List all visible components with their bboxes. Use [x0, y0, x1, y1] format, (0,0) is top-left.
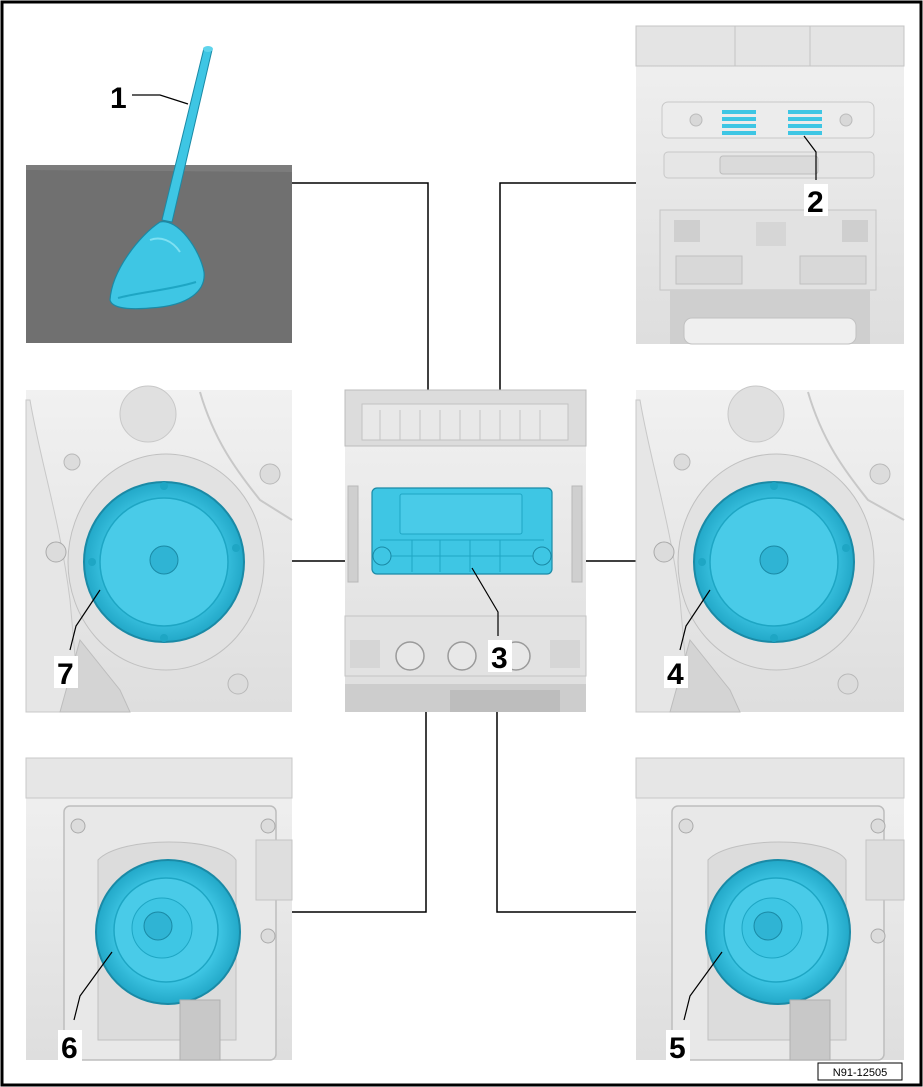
reference-code: N91-12505 — [833, 1067, 887, 1079]
reference-code-box: N91-12505 — [818, 1063, 902, 1080]
panel-left-front-speaker: 7 — [26, 386, 292, 712]
panel-radio-head-unit: 3 — [345, 390, 586, 712]
panel-right-front-speaker: 4 — [636, 386, 904, 712]
panel-left-rear-speaker: 6 — [26, 758, 292, 1065]
callout-6: 6 — [61, 1032, 78, 1065]
callout-3: 3 — [491, 642, 508, 675]
callout-2: 2 — [807, 186, 824, 219]
callout-7: 7 — [57, 658, 74, 691]
callout-1: 1 — [110, 82, 127, 115]
panel-right-rear-speaker: 5 — [636, 758, 904, 1065]
callout-5: 5 — [669, 1032, 686, 1065]
panel-dash-vent-center: 2 — [636, 26, 904, 344]
callout-4: 4 — [667, 658, 684, 691]
